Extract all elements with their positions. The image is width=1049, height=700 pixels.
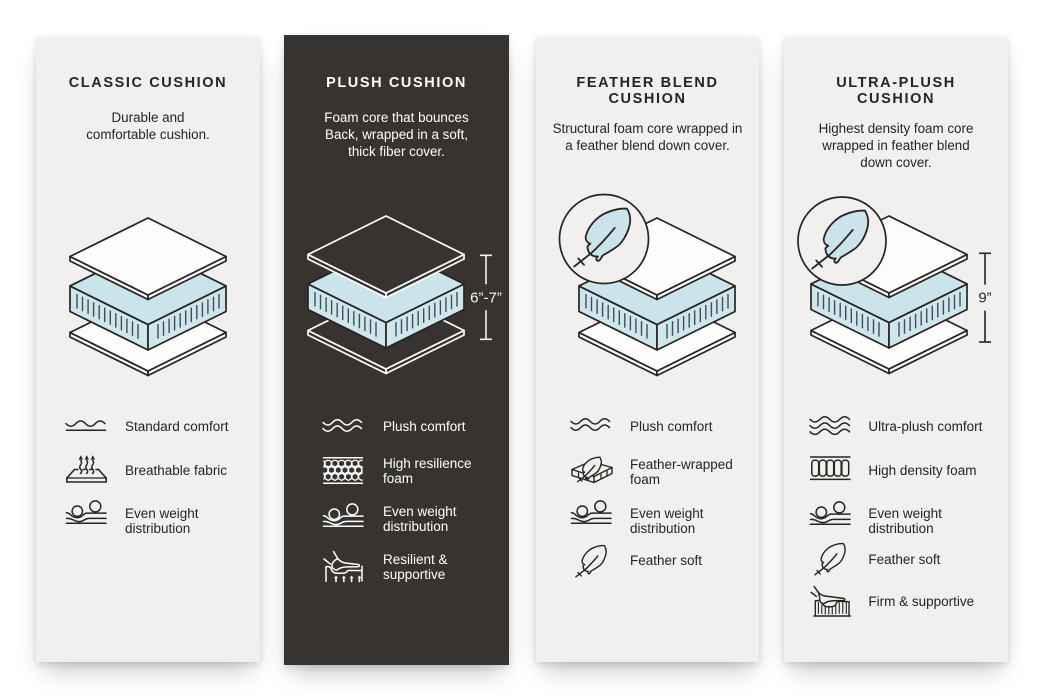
svg-text:6”-7”: 6”-7” bbox=[470, 289, 502, 306]
svg-text:9”: 9” bbox=[978, 290, 991, 307]
